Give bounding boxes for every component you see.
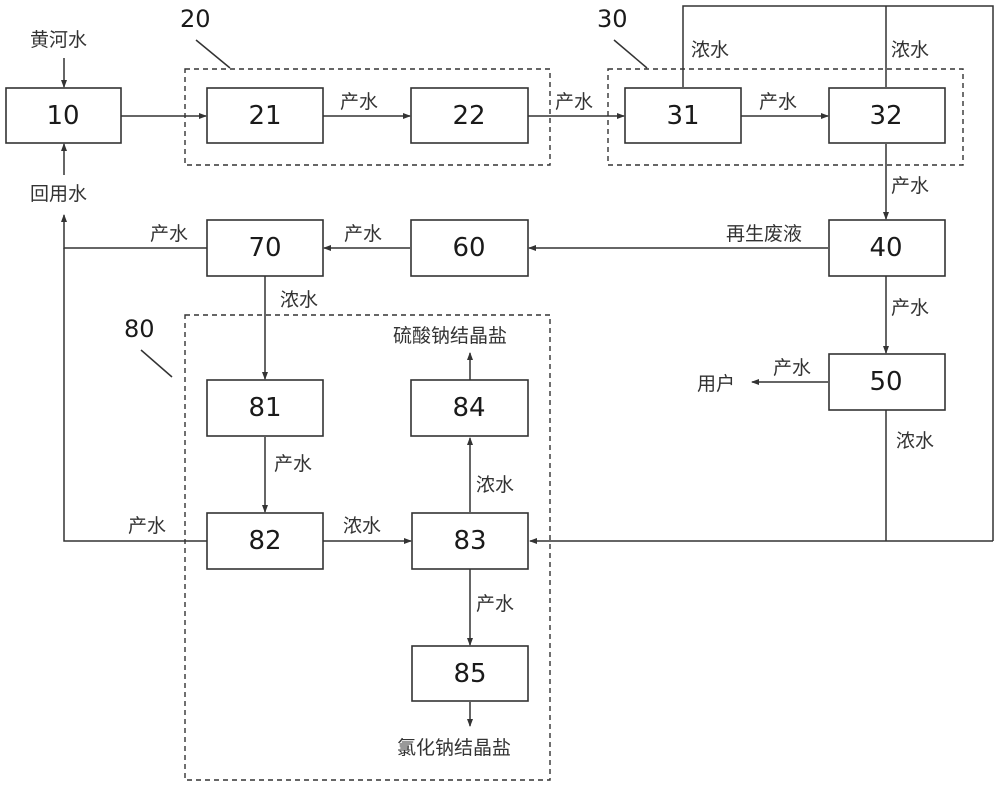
label-concentrate-82-83: 浓水 <box>343 515 381 537</box>
unit-70: 70 <box>206 219 324 277</box>
unit-10: 10 <box>5 87 122 144</box>
label-regeneration-waste: 再生废液 <box>726 223 802 245</box>
unit-40: 40 <box>828 219 946 277</box>
unit-32: 32 <box>828 87 946 144</box>
label-product-water-32-40: 产水 <box>891 175 929 197</box>
unit-85-label: 85 <box>453 659 486 689</box>
group-30-label: 30 <box>597 5 628 33</box>
unit-60: 60 <box>410 219 529 277</box>
group-20-boundary <box>184 68 551 166</box>
label-user: 用户 <box>697 373 735 395</box>
label-product-water-83-85: 产水 <box>476 593 514 615</box>
unit-21: 21 <box>206 87 324 144</box>
label-product-water-31-32: 产水 <box>759 91 797 113</box>
unit-22: 22 <box>410 87 529 144</box>
unit-81-label: 81 <box>248 393 281 423</box>
label-product-water-22-31: 产水 <box>555 91 593 113</box>
unit-60-label: 60 <box>452 233 485 263</box>
flow-31-concentrate-loop <box>682 5 994 541</box>
label-product-water-60-70: 产水 <box>344 223 382 245</box>
label-product-water-21-22: 产水 <box>340 91 378 113</box>
label-concentrate-31: 浓水 <box>691 39 729 61</box>
label-concentrate-83-84: 浓水 <box>476 474 514 496</box>
unit-50: 50 <box>828 353 946 411</box>
unit-83: 83 <box>411 512 529 570</box>
label-sodium-chloride-salt: 氯化钠结晶盐 <box>397 737 511 759</box>
flow-82-to-reuse <box>63 248 207 542</box>
unit-22-label: 22 <box>452 101 485 131</box>
label-reuse-water: 回用水 <box>30 183 87 205</box>
label-concentrate-50: 浓水 <box>896 430 934 452</box>
label-product-water-70-reuse: 产水 <box>150 223 188 245</box>
unit-50-label: 50 <box>869 367 902 397</box>
label-yellow-river-water: 黄河水 <box>30 29 87 51</box>
group-80-boundary <box>184 314 551 781</box>
label-product-water-82-reuse: 产水 <box>128 515 166 537</box>
label-concentrate-32: 浓水 <box>891 39 929 61</box>
label-sodium-sulfate-salt: 硫酸钠结晶盐 <box>393 325 507 347</box>
group-30-leader <box>613 39 648 69</box>
label-product-water-40-50: 产水 <box>891 297 929 319</box>
unit-21-label: 21 <box>248 101 281 131</box>
unit-32-label: 32 <box>869 101 902 131</box>
unit-31: 31 <box>624 87 742 144</box>
label-product-water-81-82: 产水 <box>274 453 312 475</box>
label-product-water-50-user: 产水 <box>773 357 811 379</box>
label-concentrate-70: 浓水 <box>280 289 318 311</box>
group-20-leader <box>195 39 231 69</box>
unit-84-label: 84 <box>452 393 485 423</box>
unit-85: 85 <box>411 645 529 702</box>
unit-40-label: 40 <box>869 233 902 263</box>
group-80-label: 80 <box>124 315 155 343</box>
unit-10-label: 10 <box>46 101 79 131</box>
unit-31-label: 31 <box>666 101 699 131</box>
unit-82-label: 82 <box>248 526 281 556</box>
unit-81: 81 <box>206 379 324 437</box>
unit-83-label: 83 <box>453 526 486 556</box>
group-80-leader <box>140 349 173 378</box>
unit-70-label: 70 <box>248 233 281 263</box>
group-20-label: 20 <box>180 5 211 33</box>
unit-84: 84 <box>410 379 529 437</box>
unit-82: 82 <box>206 512 324 570</box>
